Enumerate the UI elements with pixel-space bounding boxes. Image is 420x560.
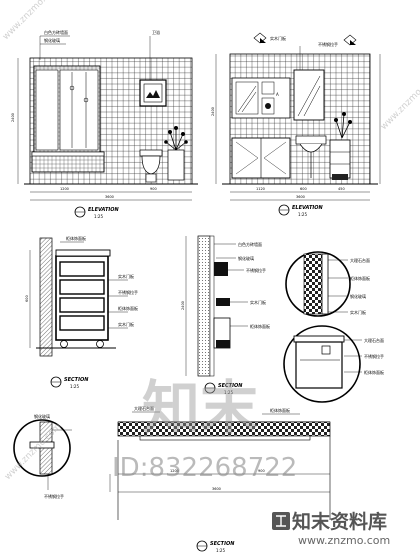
note-detail-2b: 不锈钢拉手 — [364, 353, 384, 359]
view-tag-section-a: SECTION — [64, 377, 89, 383]
view-scale-3: 1:25 — [70, 384, 79, 389]
dim-height-1: 2400 — [11, 113, 15, 122]
note-wall-b5: 柜体饰面板 — [250, 323, 270, 329]
note-material-2: 实木门板 — [270, 35, 286, 41]
dim-c-2: 900 — [258, 469, 265, 473]
view-tag-elevation-1: ELEVATION — [88, 207, 119, 213]
note-detail-1d: 实木门板 — [350, 309, 366, 315]
note-mirror-tag: A — [276, 92, 279, 97]
section-counter: 1200 900 3600 大理石台面 柜体饰面板 SECTION 1:25 — [109, 405, 331, 553]
watermark-id: ID:832268722 — [112, 453, 297, 483]
dim-seg-2: 900 — [150, 187, 157, 191]
detail-circle-2: 大理石台面 不锈钢拉手 柜体饰面板 — [283, 325, 384, 403]
watermark-brand: 知末资料库 — [292, 510, 387, 533]
note-wall-b4: 实木门板 — [250, 299, 266, 305]
note-drawer-2: 不锈钢拉手 — [118, 289, 138, 295]
dim-total-1: 3600 — [105, 195, 114, 199]
note-glass-1: 钢化玻璃 — [44, 37, 60, 43]
detail-circle-1: 大理石台面 柜体饰面板 钢化玻璃 实木门板 — [285, 251, 370, 317]
dim-seg-3: 1120 — [256, 187, 265, 191]
watermark-diagonal-2: www.znzmo.com — [379, 72, 420, 132]
view-tag-elevation-2: ELEVATION — [292, 205, 323, 211]
note-drawer-4: 实木门板 — [118, 321, 134, 327]
view-tag-section-b: SECTION — [218, 383, 243, 389]
note-wall-b3: 不锈钢拉手 — [246, 267, 266, 273]
view-scale-5: 1:25 — [216, 548, 225, 553]
note-detail-3a: 钢化玻璃 — [34, 413, 50, 419]
note-c-1: 大理石台面 — [134, 405, 154, 411]
note-detail-3b: 不锈钢拉手 — [44, 493, 64, 499]
detail-circle-3: 钢化玻璃 不锈钢拉手 — [13, 413, 72, 499]
note-detail-1c: 钢化玻璃 — [350, 293, 366, 299]
elevation-1: 2400 1200 900 3600 白色方砖墙面 钢化玻璃 卫浴 ELEVAT… — [11, 29, 198, 219]
note-c-2: 柜体饰面板 — [270, 407, 290, 413]
view-scale-1: 1:25 — [94, 214, 103, 219]
note-drawer-3: 柜体饰面板 — [118, 305, 138, 311]
dim-drawer-height: 600 — [25, 295, 29, 302]
note-detail-1b: 柜体饰面板 — [350, 275, 370, 281]
note-detail-2c: 柜体饰面板 — [364, 369, 384, 375]
dim-total-2: 3600 — [296, 195, 305, 199]
dim-seg-4: 600 — [300, 187, 307, 191]
note-cabinet-a: 柜体饰面板 — [66, 235, 86, 241]
dim-seg-5: 450 — [338, 187, 345, 191]
watermark-url: www.znzmo.com — [298, 534, 390, 547]
view-tag-section-c: SECTION — [210, 541, 235, 547]
note-detail-1a: 大理石台面 — [350, 257, 370, 263]
note-wall-b1: 白色方砖墙面 — [238, 241, 262, 247]
dim-c-total: 3600 — [212, 487, 221, 491]
section-wall: 2400 白色方砖墙面 钢化玻璃 不锈钢拉手 实木门板 柜体饰面板 SECTIO… — [181, 235, 270, 395]
view-scale-2: 1:25 — [298, 212, 307, 217]
elevation-2: A 2400 1120 600 450 3600 — [211, 32, 381, 217]
note-drawer-1: 实木门板 — [118, 273, 134, 279]
note-fixture-1: 卫浴 — [152, 29, 160, 35]
dim-c-1: 1200 — [170, 469, 179, 473]
view-scale-4: 1:25 — [224, 390, 233, 395]
note-wall-1: 白色方砖墙面 — [44, 29, 68, 35]
dim-height-2: 2400 — [211, 107, 215, 116]
note-detail-2a: 大理石台面 — [364, 337, 384, 343]
note-steel-2: 不锈钢拉手 — [318, 41, 338, 47]
note-wall-b2: 钢化玻璃 — [238, 255, 254, 261]
watermark-zhimo: 知末 — [142, 374, 258, 442]
dim-seg-1: 1200 — [60, 187, 69, 191]
section-drawer-unit: 600 柜体饰面板 实木门板 不锈钢拉手 柜体饰面板 实木门板 SECTION … — [25, 235, 138, 389]
dim-wall-height: 2400 — [181, 301, 185, 310]
